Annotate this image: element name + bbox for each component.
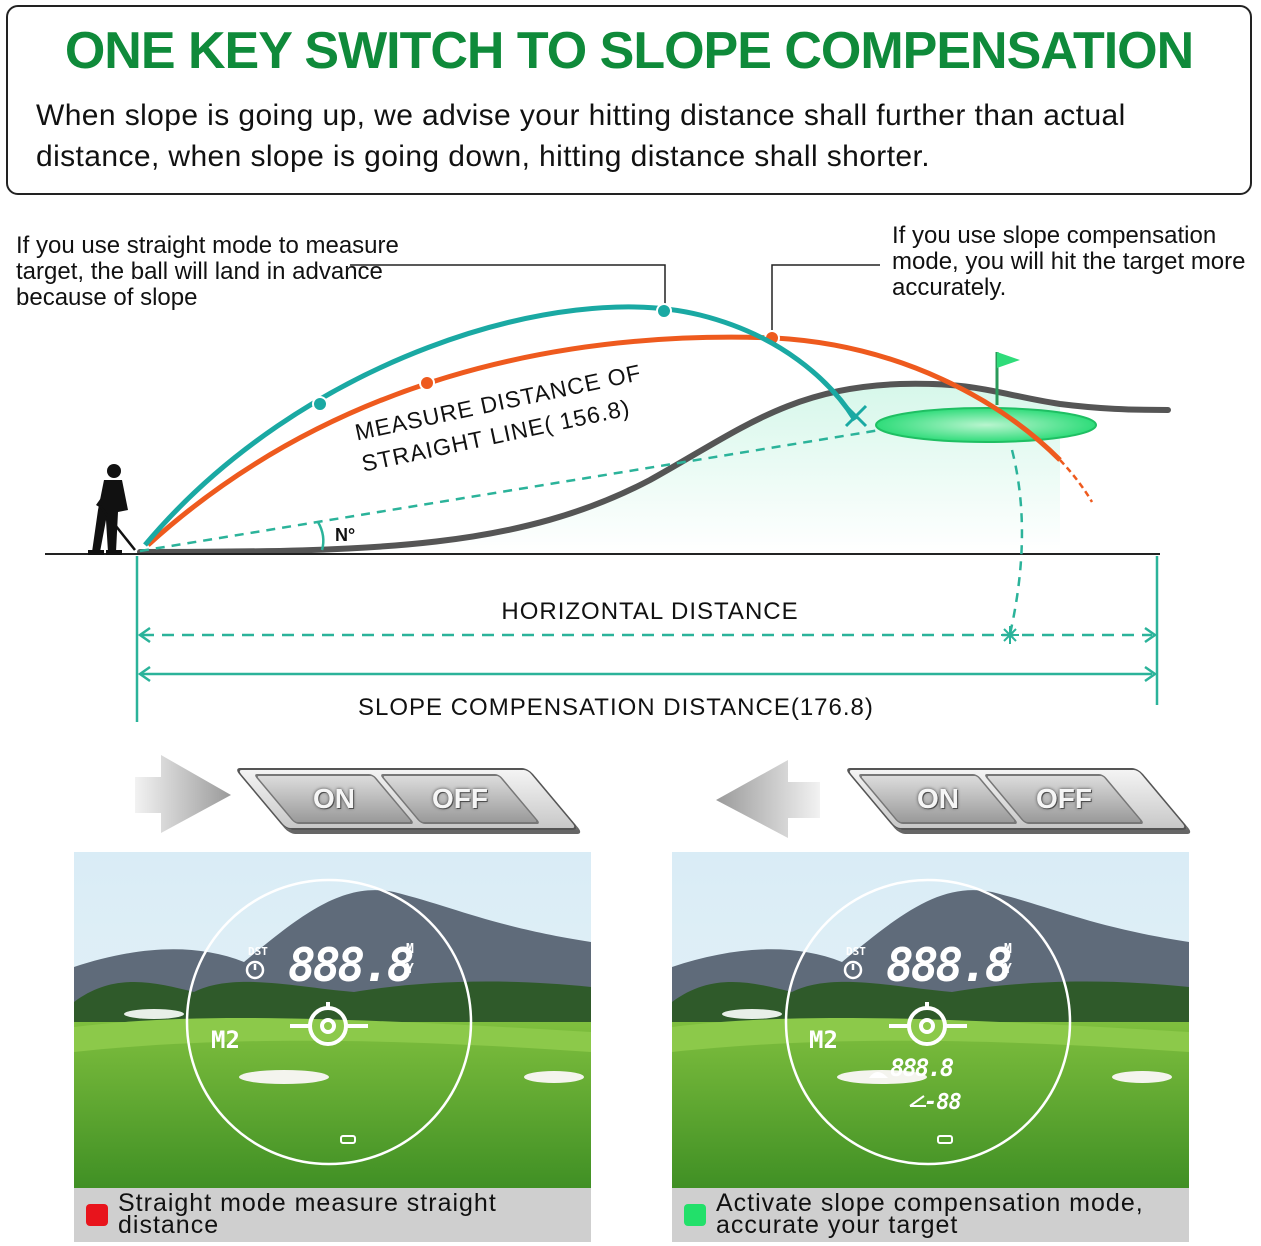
timer-icon [843, 960, 863, 980]
arrow-right-icon [135, 755, 231, 833]
dst-label: DST [248, 945, 268, 958]
slope-mode-callout: If you use slope compensation mode, you … [892, 222, 1246, 301]
unit-meter: M [406, 942, 414, 957]
slope-arc-point-1 [419, 375, 435, 391]
unit-yard: Y [406, 962, 414, 977]
slope-distance-label: SLOPE COMPENSATION DISTANCE(176.8) [358, 694, 874, 721]
rangefinder-view-slope: DST 888.8 M Y M2 888.8 -88 [672, 852, 1189, 1190]
green-indicator [684, 1204, 706, 1226]
dst-label: DST [846, 945, 866, 958]
angle-icon [909, 1095, 926, 1107]
caption-slope: Activate slope compensation mode, accura… [672, 1188, 1189, 1242]
slope-callout-leader [771, 264, 880, 330]
caption-straight: Straight mode measure straight distance [74, 1188, 591, 1242]
horizontal-arrow-right [1144, 626, 1158, 644]
header-description: When slope is going up, we advise your h… [36, 99, 1126, 173]
straight-arc-point-2 [656, 303, 672, 319]
angle-label: N° [335, 525, 356, 545]
putting-green [875, 407, 1097, 443]
angle-arc [316, 521, 325, 551]
mode-indicator: M2 [211, 1026, 240, 1054]
golfer-icon [88, 464, 136, 555]
main-distance-reading: 888.8 [886, 938, 1012, 992]
flag-icon [997, 352, 1020, 368]
red-indicator [86, 1204, 108, 1226]
slope-arrow-right [1144, 665, 1158, 683]
main-distance-reading: 888.8 [288, 938, 414, 992]
landing-x-icon [844, 404, 868, 428]
slope-compensation-arc-tail [1059, 459, 1094, 503]
battery-icon [340, 1135, 356, 1144]
straight-mode-callout: If you use straight mode to measure targ… [16, 232, 399, 311]
slope-compensation-arc [146, 334, 1062, 547]
slope-diagram [45, 264, 1171, 722]
slope-hill-icon [869, 1072, 888, 1078]
angle-reading: -88 [924, 1090, 962, 1115]
golf-course-scene [74, 852, 591, 1190]
header-title: ONE KEY SWITCH TO SLOPE COMPENSATION [64, 22, 1194, 80]
horizontal-distance-label: HORIZONTAL DISTANCE [501, 598, 799, 625]
crosshair-icon [889, 1002, 967, 1046]
straight-measure-line [139, 428, 881, 553]
caption-straight-text: Straight mode measure straight distance [118, 1189, 497, 1239]
slope-arrow-left [137, 665, 151, 683]
drop-guide-line [1008, 449, 1024, 635]
hill-outline [137, 380, 1171, 555]
unit-meter: M [1004, 942, 1012, 957]
hill-fill [140, 383, 1060, 552]
mode-indicator: M2 [809, 1026, 838, 1054]
crosshair-icon [290, 1002, 368, 1046]
rangefinder-view-straight: DST 888.8 M Y M2 [74, 852, 591, 1190]
timer-icon [245, 960, 265, 980]
slope-distance-reading: 888.8 [890, 1054, 954, 1082]
arrow-left-icon [716, 760, 820, 838]
straight-mode-arc [143, 304, 858, 547]
battery-icon [937, 1135, 953, 1144]
horizontal-arrow-left [137, 626, 151, 644]
straight-callout-leader [350, 264, 666, 305]
caption-slope-text: Activate slope compensation mode, accura… [716, 1189, 1144, 1239]
straight-arc-point-1 [312, 396, 328, 412]
golf-course-scene [672, 852, 1189, 1190]
unit-yard: Y [1004, 962, 1012, 977]
header-box: ONE KEY SWITCH TO SLOPE COMPENSATION Whe… [6, 5, 1252, 195]
